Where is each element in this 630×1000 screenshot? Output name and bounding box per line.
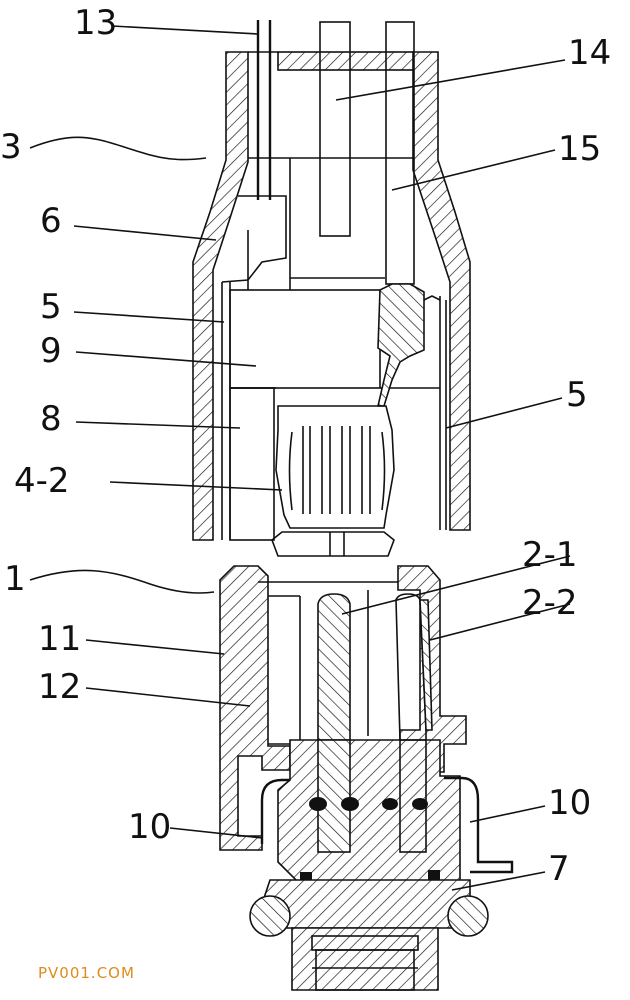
label-12: 12	[38, 667, 81, 707]
label-8: 8	[40, 399, 62, 439]
label-4-2: 4-2	[14, 461, 70, 501]
label-9: 9	[40, 331, 62, 371]
sleeve-top-cap	[277, 51, 414, 71]
label-7: 7	[548, 849, 570, 889]
base-7	[261, 879, 471, 929]
label-5-right: 5	[566, 375, 588, 415]
outer-sleeve-right-wall	[412, 51, 471, 531]
label-1: 1	[4, 559, 26, 599]
outer-o-ring-left	[249, 895, 291, 937]
label-2-1: 2-1	[522, 535, 578, 575]
outer-sleeve-left-wall	[192, 51, 249, 541]
crimp-sleeve-right	[376, 283, 425, 407]
inner-shell-5-right	[439, 296, 447, 530]
outer-o-ring-right	[447, 895, 489, 937]
inner-shell-5-left	[221, 282, 231, 540]
label-3: 3	[0, 127, 22, 167]
latch-spring-10-right	[444, 776, 514, 874]
leader-lines	[29, 25, 571, 891]
label-14: 14	[568, 33, 611, 73]
socket-contact-4-2	[275, 405, 395, 529]
watermark: PV001.COM	[38, 964, 135, 982]
insulator-12	[277, 739, 461, 883]
label-15: 15	[558, 129, 601, 169]
lower-socket-assembly	[219, 565, 514, 991]
insulator-body-8	[229, 387, 275, 541]
label-11: 11	[38, 619, 81, 659]
housing-11-left	[219, 565, 291, 851]
reference-labels: 13 14 3 15 6 5 9 8 5 4-2 1 2-1 11 2-2 12…	[0, 3, 611, 889]
socket-contact-slots	[288, 426, 386, 514]
label-6: 6	[40, 201, 62, 241]
socket-contact-tip	[271, 531, 395, 557]
latch-spring-10-left	[260, 778, 290, 844]
label-10-right: 10	[548, 783, 591, 823]
label-10-left: 10	[128, 807, 171, 847]
upper-plug-assembly	[192, 20, 471, 557]
threaded-stem	[291, 927, 439, 991]
label-13: 13	[74, 3, 117, 43]
braided-conductor-14	[319, 21, 351, 237]
label-2-2: 2-2	[522, 583, 578, 623]
insulator-body-9	[229, 289, 381, 389]
label-5-upper-left: 5	[40, 287, 62, 327]
crimp-tab-left	[221, 195, 287, 283]
